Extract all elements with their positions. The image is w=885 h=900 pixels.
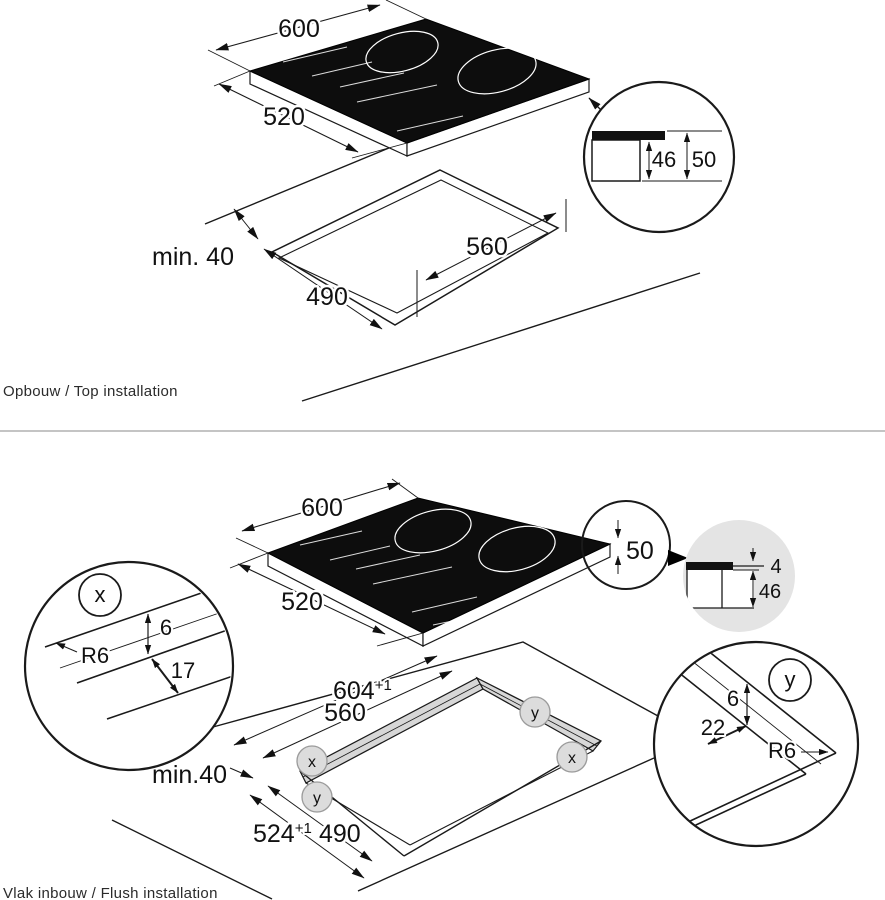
hob-width-flush-label: 600 [301, 494, 343, 522]
rear-clearance-label: min. 40 [152, 243, 234, 271]
detail-pointer-arrow [668, 550, 688, 566]
edge-height-label: 50 [626, 537, 654, 565]
rear-clearance-flush-label: min.40 [152, 761, 227, 789]
profile-x-step-height-label: 6 [160, 615, 172, 640]
profile-y-label: y [785, 667, 796, 692]
flush-installation-figure: 604+1 560 min.40 524+1 490 x y [3, 478, 860, 900]
profile-y-radius-label: R6 [768, 738, 796, 763]
dimension-inner-width: 560 [262, 670, 453, 759]
top-installation-figure: 560 490 min. 40 [3, 0, 736, 402]
marker-x-left [296, 745, 328, 777]
profile-x-badge [78, 573, 122, 617]
profile-y-detail-circle: y 6 22 R6 [652, 640, 860, 848]
profile-x-radius-label: R6 [81, 643, 109, 668]
inner-depth-label: 490 [319, 820, 361, 848]
inner-width-label: 560 [324, 699, 366, 727]
marker-y-right [519, 696, 551, 728]
hob-section [592, 131, 665, 140]
profile-x-detail-circle: x R6 6 17 [23, 560, 235, 772]
marker-x-left-label: x [308, 754, 316, 771]
marker-y-left-label: y [313, 790, 321, 807]
dimension-rear-clearance-flush: min.40 [150, 759, 254, 792]
marker-x-right [556, 741, 588, 773]
cooking-zones [365, 30, 537, 95]
profile-y-step-width-label: 22 [701, 715, 725, 740]
dimension-cutout-width: 560 [425, 212, 557, 281]
cutout-width-label: 560 [466, 233, 508, 261]
hob-width-label: 600 [278, 15, 320, 43]
marker-y-right-label: y [531, 705, 539, 722]
dimension-hob-width: 600 [207, 0, 427, 72]
cooking-zones-flush [394, 508, 556, 573]
cutout-depth-label: 490 [306, 283, 348, 311]
profile-y-badge [768, 658, 812, 702]
dimension-hob-depth-flush: 520 [229, 552, 424, 647]
edge-detail-circle: 46 50 [582, 80, 736, 234]
hob-depth-label: 520 [263, 103, 305, 131]
dimension-hob-width-flush: 600 [235, 478, 419, 554]
worktop-section [591, 139, 641, 182]
profile-x-step-width-label: 17 [171, 658, 195, 683]
edge-height-circle: 50 [581, 500, 688, 590]
glass-reflection-lines-flush [299, 530, 478, 626]
glass-thickness-label: 4 [770, 556, 781, 578]
flush-installation-caption: Vlak inbouw / Flush installation [3, 885, 218, 900]
recess-depth-flush-label: 46 [759, 581, 781, 603]
hob-section-flush [686, 562, 733, 570]
dimension-cutout-depth: 490 [263, 248, 383, 330]
overall-height-label: 50 [692, 147, 716, 172]
profile-y-step-height-label: 6 [727, 686, 739, 711]
dimension-rear-clearance: min. 40 [150, 208, 259, 274]
top-installation-caption: Opbouw / Top installation [3, 383, 178, 400]
dimension-hob-depth: 520 [213, 70, 408, 159]
hob-depth-flush-label: 520 [281, 588, 323, 616]
marker-x-right-label: x [568, 750, 576, 767]
recess-depth-label: 46 [652, 147, 676, 172]
profile-markers: x y y x [296, 696, 588, 813]
dimension-outer-depth: 524+1 490 [249, 794, 365, 879]
profile-x-label: x [95, 582, 106, 607]
marker-y-left [301, 781, 333, 813]
outer-depth-label: 524+1 [253, 820, 312, 848]
flush-edge-detail-circle: 4 46 [683, 520, 795, 632]
